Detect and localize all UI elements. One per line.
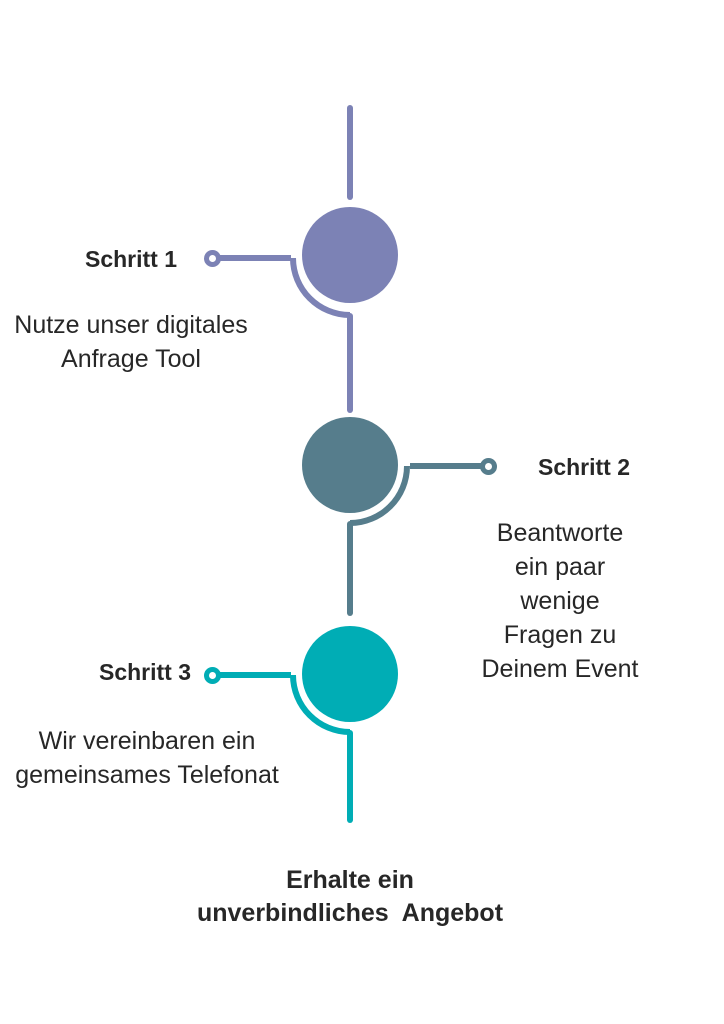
- step-2-connector-dot-icon: [480, 458, 497, 475]
- step-1-connector-arc: [290, 258, 350, 318]
- step-2-label: Schritt 2: [537, 454, 631, 480]
- step-2-connector-arc: [350, 466, 410, 526]
- step-3-connector-arc: [290, 675, 350, 735]
- step-3-connector-line: [219, 672, 291, 678]
- timeline-segment-2-3: [347, 521, 353, 616]
- step-3-label: Schritt 3: [98, 659, 192, 685]
- step-3-connector-dot-icon: [204, 667, 221, 684]
- step-1-connector-line: [219, 255, 291, 261]
- step-2-connector-line: [410, 463, 481, 469]
- step-3-description: Wir vereinbaren ein gemeinsames Telefona…: [15, 727, 279, 789]
- step-1-connector-dot-icon: [204, 250, 221, 267]
- timeline-segment-top: [347, 105, 353, 200]
- timeline-segment-1-2: [347, 313, 353, 413]
- footer-result-text: Erhalte ein unverbindliches Angebot: [196, 866, 504, 927]
- step-1-description: Nutze unser digitales Anfrage Tool: [14, 311, 248, 373]
- step-2-description: Beantworte ein paar wenige Fragen zu Dei…: [481, 519, 639, 683]
- timeline-segment-bottom: [347, 730, 353, 823]
- step-1-label: Schritt 1: [84, 246, 178, 272]
